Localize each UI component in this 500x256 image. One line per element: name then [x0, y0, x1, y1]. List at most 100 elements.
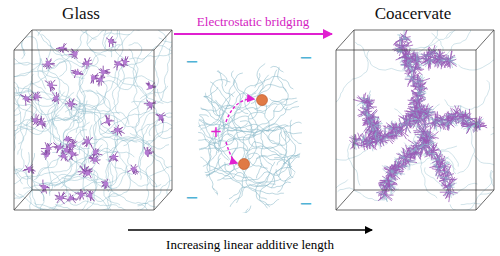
- coacervate-network: [349, 28, 487, 202]
- polymer-chain: [151, 87, 218, 108]
- cluster-core: [148, 85, 153, 90]
- cluster-core: [27, 167, 32, 172]
- cluster-strands: [101, 179, 109, 189]
- cluster-core: [91, 76, 96, 81]
- cluster-core: [106, 119, 111, 124]
- cluster-strands: [440, 165, 453, 175]
- cluster-core: [85, 139, 90, 144]
- cluster-core: [93, 150, 98, 155]
- cluster-strands: [473, 116, 488, 131]
- micelle-clusters: [20, 36, 166, 204]
- cluster-strands: [445, 191, 456, 197]
- simulation-panel: Coacervate: [330, 4, 496, 216]
- polymer-chain: [170, 106, 217, 150]
- polymer-chain: [71, 64, 107, 110]
- cluster-core: [159, 115, 164, 120]
- simulation-box: [14, 30, 494, 210]
- polymer-chain: [0, 48, 76, 68]
- cluster-strands: [122, 56, 130, 67]
- polymer-chain: [72, 188, 109, 240]
- cluster-strands: [349, 139, 363, 149]
- dashed-arrow: [226, 99, 254, 122]
- cluster-strands: [91, 73, 99, 84]
- polymer-chain: [15, 99, 74, 135]
- cluster-core: [85, 61, 90, 66]
- polymer-chain: [100, 86, 168, 135]
- cluster-strands: [63, 136, 73, 144]
- polymer-chain: [445, 80, 490, 109]
- cluster-strands: [101, 115, 114, 126]
- charge-sign: −: [300, 193, 313, 215]
- polymer-chain: [184, 140, 219, 180]
- polymer-chain: [15, 103, 86, 125]
- polymer-chain: [276, 135, 322, 181]
- polymer-chain: [77, 55, 106, 123]
- cluster-core: [88, 193, 93, 198]
- polymer-chain: [106, 114, 144, 179]
- polymer-chain: [269, 122, 308, 145]
- polymer-chain: [156, 158, 221, 177]
- polymer-chain: [283, 145, 352, 164]
- cluster-strands: [111, 125, 125, 136]
- polymer-chain: [52, 92, 74, 166]
- cluster-strands: [440, 191, 458, 202]
- polymer-chain: [278, 48, 316, 92]
- bridging-arrows: [226, 99, 254, 163]
- cluster-strands: [376, 192, 387, 202]
- cluster-strands: [86, 190, 95, 202]
- polymer-chain: [176, 148, 236, 182]
- polymer-chain: [15, 87, 93, 114]
- polymer-chain: [115, 137, 150, 187]
- cluster-core: [79, 193, 84, 198]
- cluster-strands: [56, 43, 69, 53]
- cluster-strands: [441, 51, 457, 68]
- polymer-chain: [140, 27, 166, 99]
- charge-sign: −: [300, 47, 313, 69]
- polymer-chain: [218, 106, 277, 140]
- cluster-core: [64, 148, 69, 153]
- cluster-strands: [39, 180, 50, 194]
- polymer-chain: [149, 154, 226, 177]
- polymer-chain: [0, 74, 23, 144]
- polymer-chain: [6, 61, 89, 79]
- cluster-strands: [67, 194, 78, 203]
- cluster-strands: [58, 150, 68, 162]
- cluster-core: [39, 121, 44, 126]
- polymer-chain: [108, 194, 159, 230]
- polymer-chain: [0, 160, 44, 201]
- cluster-core: [75, 71, 80, 76]
- cluster-strands: [33, 91, 42, 101]
- polymer-chain: [52, 167, 98, 196]
- charge-sign: −: [186, 187, 199, 209]
- cluster-core: [59, 196, 64, 201]
- polymer-chain: [69, 203, 146, 236]
- cluster-core: [73, 52, 78, 57]
- polymer-chain: [244, 147, 300, 180]
- cluster-strands: [144, 147, 154, 157]
- polymer-chain: [492, 128, 500, 157]
- simulation-panel: Glass: [6, 4, 176, 216]
- polymer-chain: [256, 127, 287, 160]
- polymer-chain: [0, 178, 23, 200]
- cluster-core: [123, 60, 128, 65]
- cluster-strands: [20, 94, 32, 106]
- cluster-core: [69, 143, 74, 148]
- cluster-strands: [31, 114, 41, 126]
- polymer-chain: [182, 149, 246, 172]
- cluster-strands: [65, 98, 77, 110]
- cluster-core: [24, 96, 29, 101]
- cluster-strands: [156, 113, 166, 123]
- cluster-core: [54, 96, 59, 101]
- polymer-chain: [273, 140, 337, 174]
- polymer-chain: [220, 134, 256, 165]
- cluster-strands: [109, 152, 119, 162]
- cluster-core: [49, 83, 54, 88]
- cluster-core: [68, 196, 73, 201]
- polymer-chain: [491, 113, 500, 139]
- polymer-chain: [39, 71, 83, 131]
- cluster-core: [34, 94, 39, 99]
- cluster-core: [112, 155, 117, 160]
- cluster-core: [33, 118, 38, 123]
- cluster-core: [60, 47, 65, 52]
